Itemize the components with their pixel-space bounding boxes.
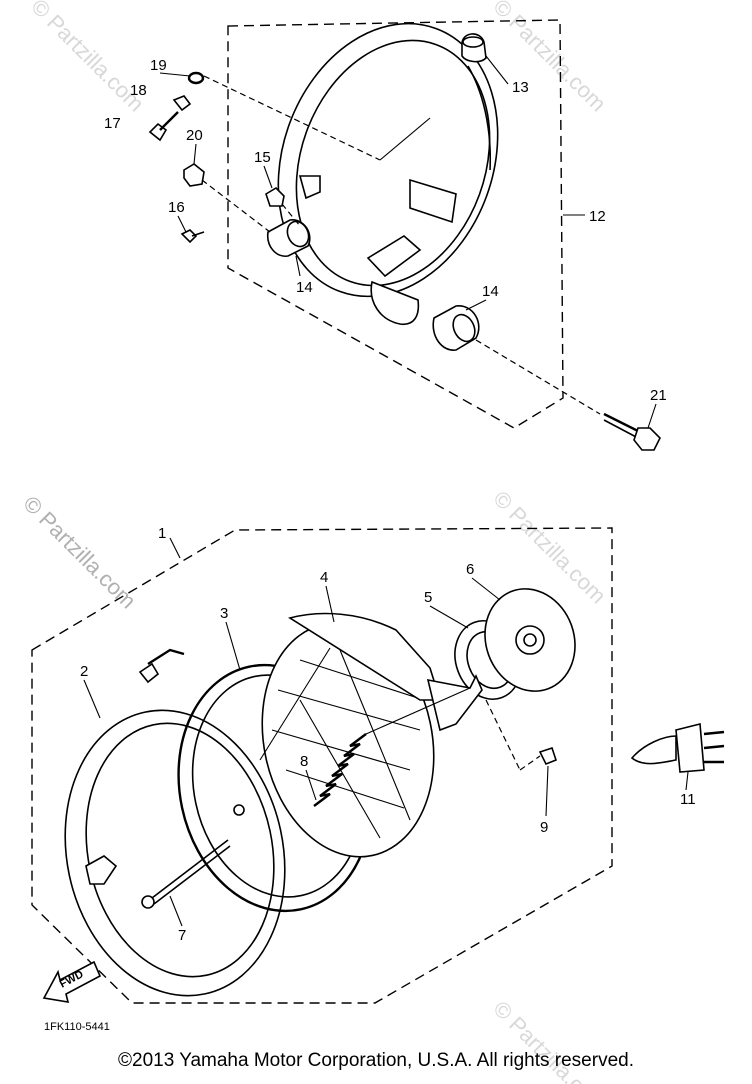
callout-17: 17 [104, 115, 121, 132]
callout-2: 2 [80, 663, 88, 680]
headlight-housing [277, 22, 499, 325]
callout-8: 8 [300, 753, 308, 770]
nut-15 [265, 186, 285, 207]
screw-7 [141, 839, 231, 909]
callout-9: 9 [540, 819, 548, 836]
callout-11: 11 [680, 791, 696, 808]
screw-16 [180, 229, 205, 244]
damper-14-left [266, 219, 311, 257]
callout-16: 16 [168, 199, 185, 216]
damper-14-right [432, 305, 480, 351]
copyright-notice: ©2013 Yamaha Motor Corporation, U.S.A. A… [118, 1050, 634, 1071]
headlight-rim-2 [64, 709, 286, 997]
callout-21: 21 [650, 387, 667, 404]
bulb-11 [630, 722, 725, 773]
callout-20: 20 [186, 127, 203, 144]
screw-17 [148, 111, 179, 142]
callout-1: 1 [158, 525, 166, 542]
callout-18: 18 [130, 82, 147, 99]
watermark-mid-left: © Partzilla.com [18, 491, 141, 614]
callout-12: 12 [589, 208, 606, 225]
callout-7: 7 [178, 927, 186, 944]
callout-4: 4 [320, 569, 328, 586]
callout-6: 6 [466, 561, 474, 578]
watermark-mid-right: © Partzilla.com [488, 486, 611, 609]
callout-3: 3 [220, 605, 228, 622]
spring-8 [313, 733, 367, 807]
clip-9 [485, 699, 557, 771]
washer-19 [187, 71, 205, 85]
bulb-socket-6 [484, 588, 576, 692]
callout-5: 5 [424, 589, 432, 606]
grommet-13 [461, 33, 487, 63]
watermark-top-right: © Partzilla.com [488, 0, 611, 116]
screw-10 [138, 648, 185, 684]
housing-assembly [148, 19, 661, 451]
callout-13: 13 [512, 79, 529, 96]
sealed-beam-4 [259, 612, 442, 858]
callout-14b: 14 [482, 283, 499, 300]
callout-15: 15 [254, 149, 271, 166]
headlight-unit-assembly: FWD [31, 527, 725, 1004]
diagram-code: 1FK110-5441 [44, 1021, 110, 1033]
nut-20 [183, 163, 205, 187]
bolt-21 [603, 412, 661, 451]
callout-14a: 14 [296, 279, 313, 296]
callout-19: 19 [150, 57, 167, 74]
nut-18 [172, 95, 192, 112]
fwd-arrow: FWD [42, 960, 102, 1003]
